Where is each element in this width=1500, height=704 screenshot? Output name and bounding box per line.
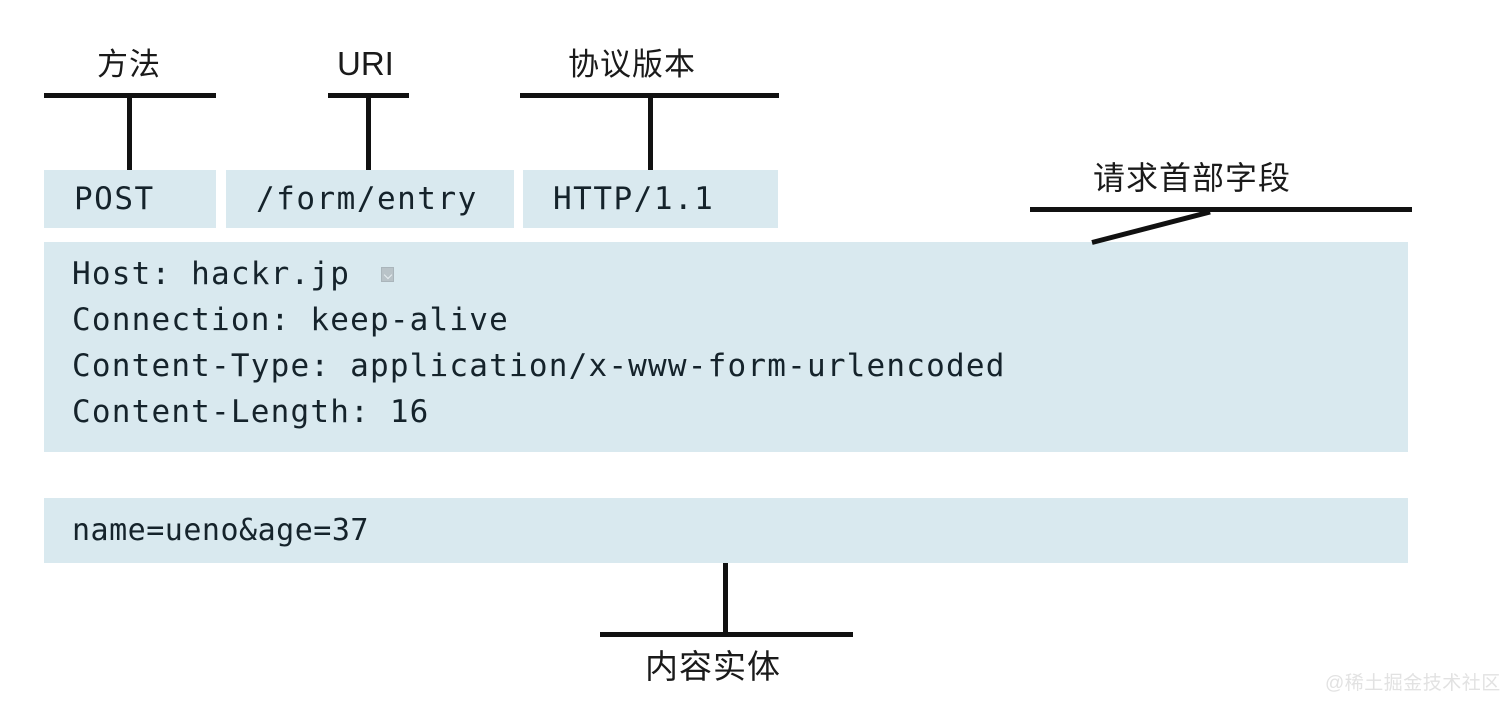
request-method-box: POST [44, 170, 216, 228]
request-version-text: HTTP/1.1 [553, 181, 715, 217]
request-body-box: name=ueno&age=37 [44, 498, 1408, 563]
callout-label-method: 方法 [97, 47, 161, 82]
callout-label-version: 协议版本 [568, 47, 696, 82]
callout-stem-version [648, 93, 653, 172]
callout-rule-header-fields [1030, 207, 1412, 212]
header-line-connection: Connection: keep-alive [72, 302, 509, 338]
request-method-text: POST [74, 181, 155, 217]
header-line-host: Host: hackr.jp [72, 256, 351, 292]
callout-label-header-fields: 请求首部字段 [1093, 160, 1292, 196]
request-version-box: HTTP/1.1 [523, 170, 778, 228]
callout-label-uri: URI [337, 45, 394, 82]
callout-leader-header-fields [1091, 209, 1211, 245]
watermark: @稀土掘金技术社区 [1325, 673, 1500, 694]
callout-rule-entity-body [600, 632, 853, 637]
callout-stem-method [127, 93, 132, 172]
request-uri-box: /form/entry [226, 170, 514, 228]
callout-label-entity-body: 内容实体 [645, 648, 781, 685]
control-char-glyph-icon [381, 267, 394, 282]
header-line-content-length: Content-Length: 16 [72, 394, 430, 430]
request-uri-text: /form/entry [256, 181, 478, 217]
header-line-content-type: Content-Type: application/x-www-form-url… [72, 348, 1006, 384]
request-headers-box: Host: hackr.jp Connection: keep-alive Co… [44, 242, 1408, 452]
callout-stem-uri [366, 93, 371, 172]
callout-stem-entity-body [723, 563, 728, 636]
request-body-text: name=ueno&age=37 [72, 513, 369, 548]
